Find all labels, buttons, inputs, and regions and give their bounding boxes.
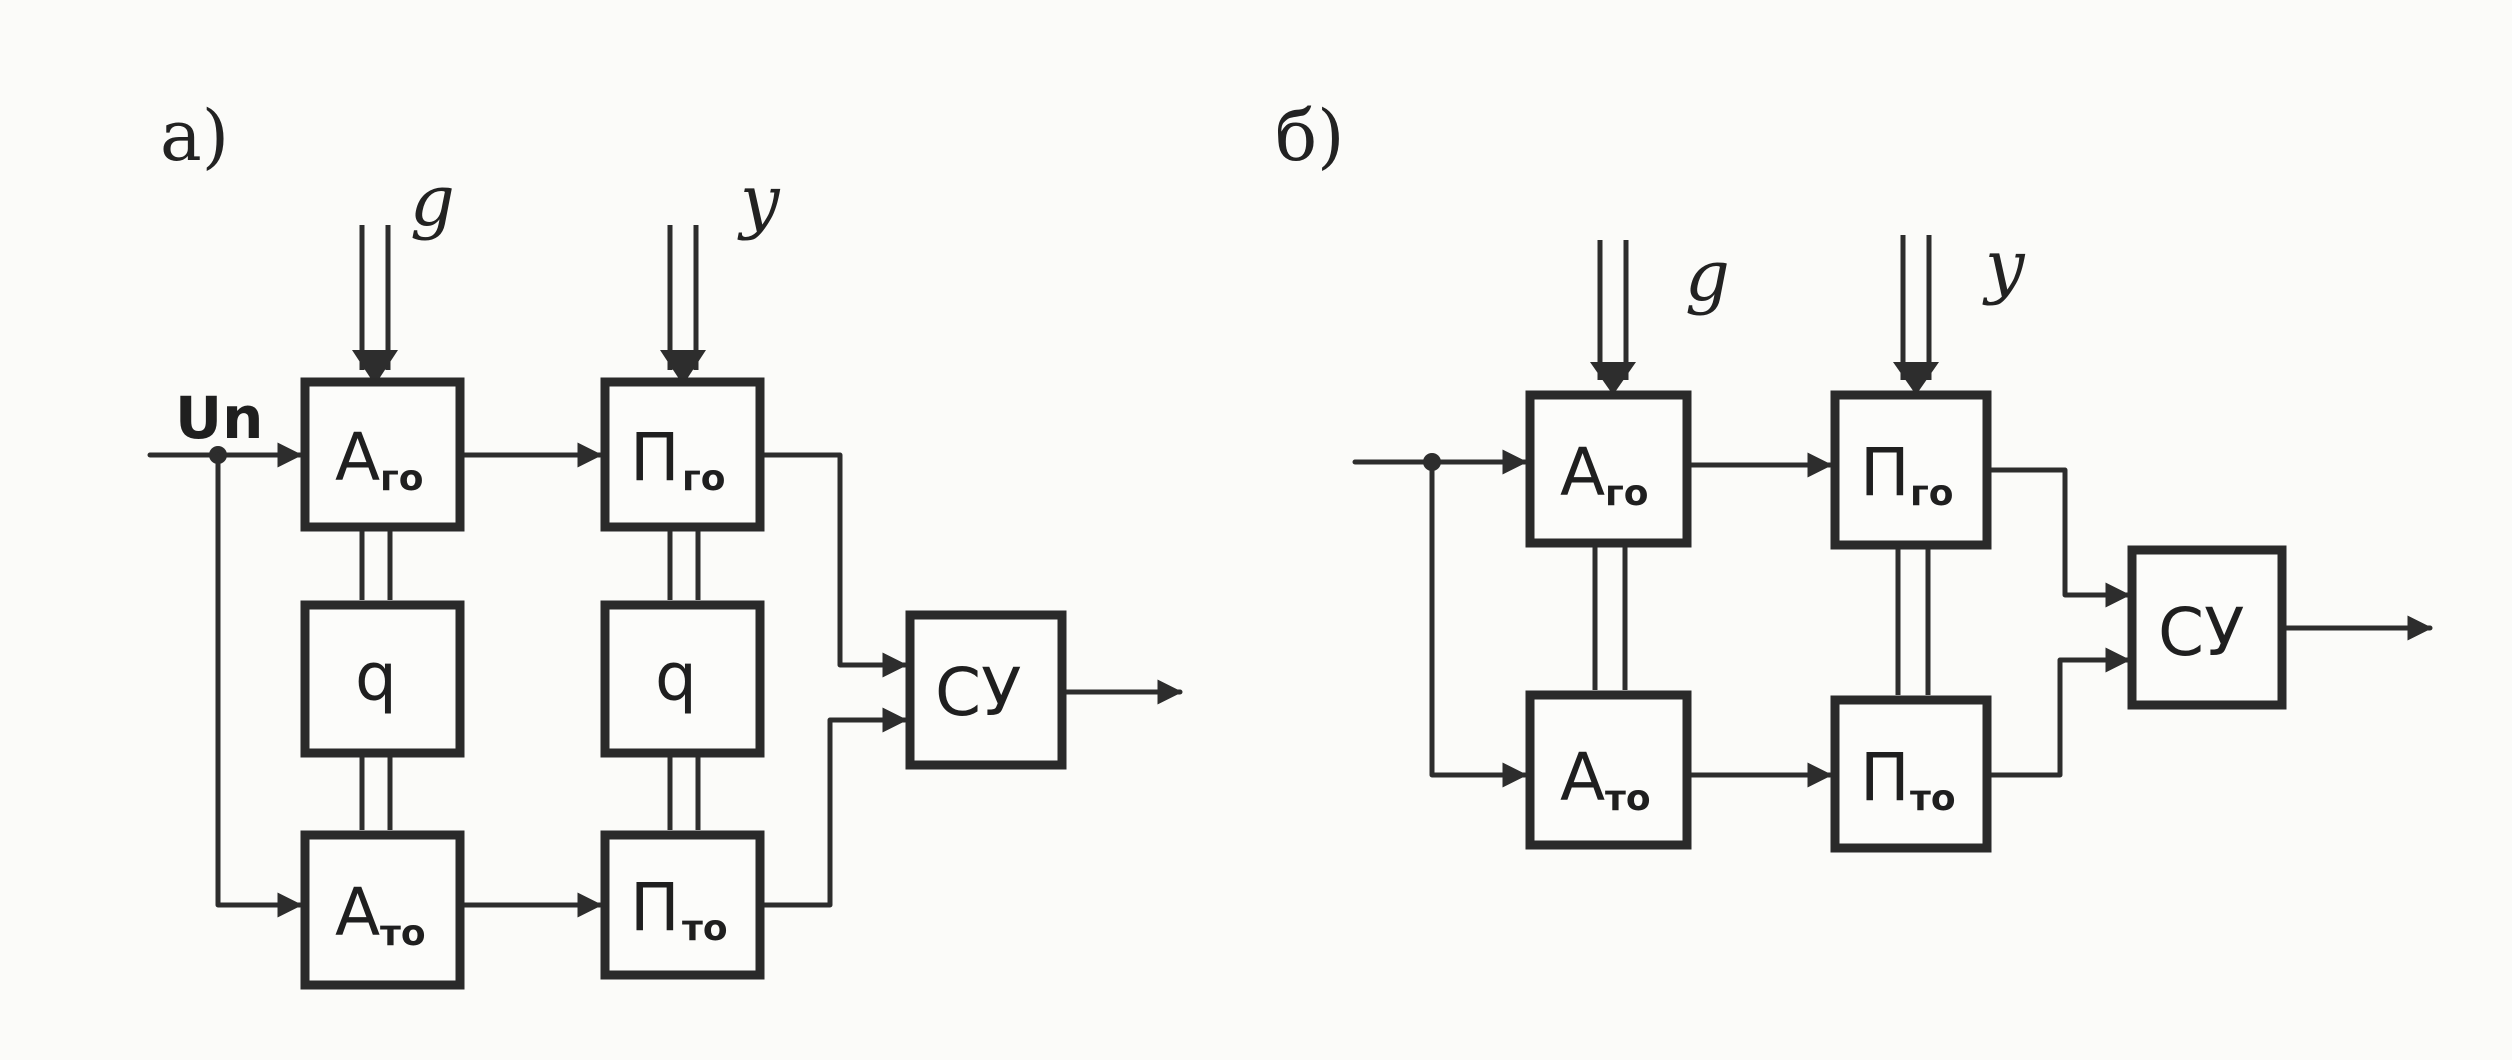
- panel-a-block-p-go: П го: [600, 377, 765, 532]
- svg-text:q: q: [355, 639, 397, 716]
- panel-b-block-su: СУ: [2127, 545, 2287, 710]
- svg-text:то: то: [380, 913, 426, 954]
- panel-b-g-double-arrow: [1590, 240, 1636, 395]
- svg-text:СУ: СУ: [935, 654, 1021, 731]
- panel-b-block-p-go: П го: [1830, 390, 1992, 550]
- panel-b: б) g y: [1275, 95, 2433, 853]
- panel-a-block-q1: q: [300, 600, 465, 758]
- svg-text:A: A: [1560, 434, 1605, 511]
- panel-a-block-p-to: П то: [600, 830, 765, 980]
- panel-b-input-y-label: y: [1982, 225, 2026, 307]
- svg-text:го: го: [682, 458, 726, 499]
- svg-text:A: A: [335, 874, 380, 951]
- panel-b-input-lines: [1352, 449, 2433, 788]
- panel-a-block-su: СУ: [905, 610, 1067, 770]
- svg-text:П: П: [1860, 739, 1910, 816]
- svg-text:A: A: [335, 419, 380, 496]
- svg-text:го: го: [1910, 473, 1954, 514]
- svg-text:П: П: [630, 419, 680, 496]
- svg-text:то: то: [682, 908, 728, 949]
- panel-a: а) g y Un: [147, 95, 1183, 990]
- panel-b-y-double-arrow: [1893, 235, 1939, 395]
- svg-text:то: то: [1605, 778, 1651, 819]
- svg-text:го: го: [380, 458, 424, 499]
- panel-a-g-double-arrow: [352, 225, 398, 385]
- panel-a-input-g-label: g: [410, 160, 455, 242]
- panel-a-block-a-to: A то: [300, 830, 465, 990]
- svg-text:СУ: СУ: [2158, 594, 2244, 671]
- panel-b-block-a-go: A го: [1525, 390, 1692, 548]
- panel-a-label: а): [160, 95, 229, 177]
- panel-a-block-q2: q: [600, 600, 765, 758]
- panel-b-block-p-to: П то: [1830, 695, 1992, 853]
- panel-b-links: [1592, 545, 1931, 695]
- svg-text:A: A: [1560, 739, 1605, 816]
- svg-text:q: q: [655, 639, 697, 716]
- panel-a-input-signal-label: Un: [175, 384, 263, 452]
- panel-b-block-a-to: A то: [1525, 690, 1692, 850]
- panel-a-links: [359, 530, 701, 830]
- panel-b-label: б): [1275, 95, 1344, 177]
- svg-text:то: то: [1910, 778, 1956, 819]
- panel-a-input-lines: [147, 442, 1183, 918]
- panel-a-input-y-label: y: [737, 160, 781, 242]
- svg-text:го: го: [1605, 473, 1649, 514]
- svg-text:П: П: [630, 869, 680, 946]
- svg-text:П: П: [1860, 434, 1910, 511]
- panel-a-y-double-arrow: [660, 225, 706, 385]
- panel-b-input-g-label: g: [1685, 235, 1730, 317]
- panel-a-block-a-go: A го: [300, 377, 465, 532]
